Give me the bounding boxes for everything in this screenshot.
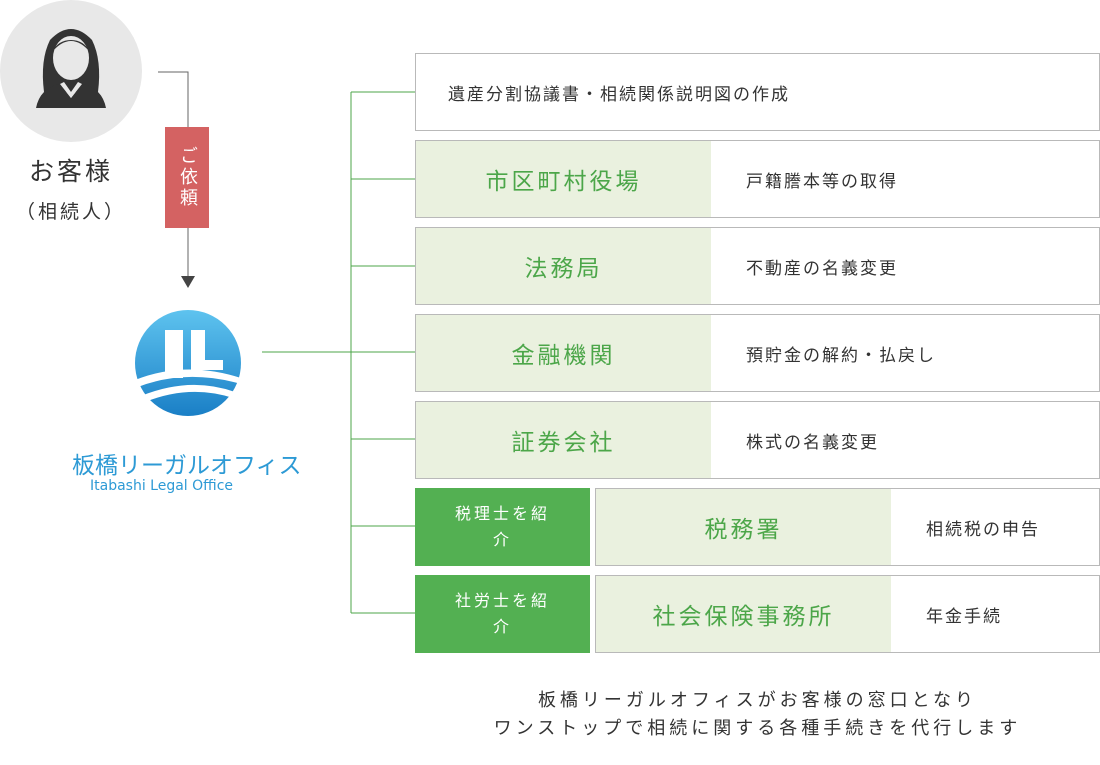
service-task: 相続税の申告: [926, 519, 1040, 540]
service-row-municipal: 市区町村役場 戸籍謄本等の取得: [415, 140, 1100, 218]
request-badge: ご依頼: [165, 127, 209, 228]
service-task: 株式の名義変更: [746, 432, 879, 453]
service-task: 不動産の名義変更: [746, 258, 898, 279]
client-avatar: [0, 0, 142, 142]
service-row-legal-bureau: 法務局 不動産の名義変更: [415, 227, 1100, 305]
service-institution: 証券会社: [416, 402, 711, 478]
service-task: 戸籍謄本等の取得: [746, 171, 898, 192]
person-icon: [36, 29, 106, 108]
office-logo: [135, 310, 241, 416]
service-row-tax-office: 税務署 相続税の申告: [595, 488, 1100, 566]
footer-line-1: 板橋リーガルオフィスがお客様の窓口となり: [537, 690, 978, 711]
service-institution: 市区町村役場: [416, 141, 711, 217]
service-institution: 金融機関: [416, 315, 711, 391]
office-name-en: Itabashi Legal Office: [90, 478, 234, 494]
referral-tax-accountant: 税理士を紹介: [415, 488, 590, 566]
client-sublabel: （相続人）: [15, 201, 126, 223]
service-task: 預貯金の解約・払戻し: [746, 345, 936, 366]
footer-line-2: ワンストップで相続に関する各種手続きを代行します: [493, 718, 1022, 739]
client-label: お客様: [28, 157, 113, 186]
service-row-document: 遺産分割協議書・相続関係説明図の作成: [415, 53, 1100, 131]
service-row-pension-office: 社会保険事務所 年金手続: [595, 575, 1100, 653]
referral-labor-consultant: 社労士を紹介: [415, 575, 590, 653]
service-institution: 社会保険事務所: [596, 576, 891, 652]
service-institution: 税務署: [596, 489, 891, 565]
service-task: 年金手続: [926, 606, 1002, 627]
service-row-bank: 金融機関 預貯金の解約・払戻し: [415, 314, 1100, 392]
service-institution: 法務局: [416, 228, 711, 304]
service-row-securities: 証券会社 株式の名義変更: [415, 401, 1100, 479]
office-name-jp: 板橋リーガルオフィス: [72, 453, 302, 479]
service-task: 遺産分割協議書・相続関係説明図の作成: [448, 84, 790, 105]
